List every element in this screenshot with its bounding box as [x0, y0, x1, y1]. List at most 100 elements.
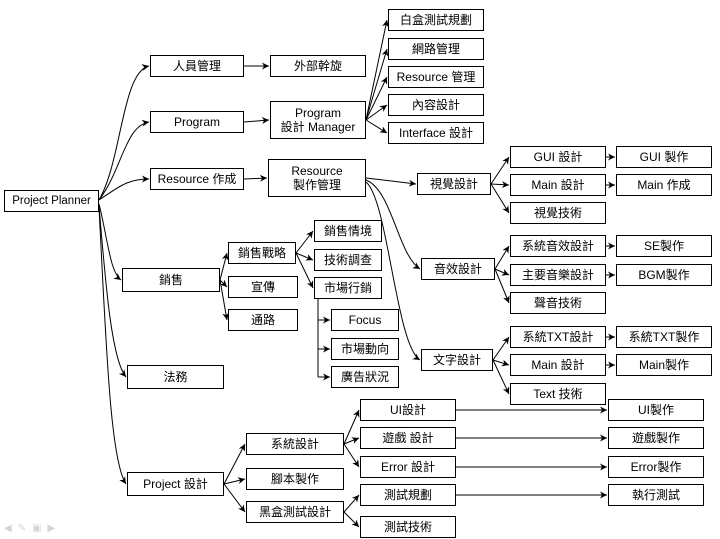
node-system-item: 遊戲 設計 [360, 427, 456, 449]
arrow-design-to-system [223, 443, 246, 485]
arrow-visual-item [490, 156, 510, 185]
next-slide-icon[interactable]: ▶ [47, 523, 56, 534]
slideshow-controls: ◀ ✎ ▣ ▶ [4, 523, 55, 535]
node-project-design: Project 設計 [127, 472, 224, 496]
arrow-root-to-resource [98, 175, 150, 201]
arrow-blackbox-item [343, 511, 360, 528]
arrow-strategy-item [295, 230, 314, 254]
arrow-text-item [492, 359, 510, 367]
arrow-audio-item [494, 268, 510, 276]
arrow-system-item [343, 437, 360, 445]
node-visual-output: Main 作成 [616, 174, 712, 196]
node-program: Program [150, 111, 244, 133]
node-program-task: 網路管理 [388, 38, 484, 60]
arrow-text-item [492, 336, 510, 361]
arrow-program-task [365, 76, 388, 121]
node-audio-output: SE製作 [616, 235, 712, 257]
arrow-sales-to-channel [219, 279, 230, 321]
node-strategy-item: 銷售情境 [314, 220, 382, 242]
arrow-visual-item [490, 183, 510, 214]
arrow-visual-item [490, 181, 510, 189]
node-system-output: UI製作 [608, 399, 704, 421]
arrow-program-task [365, 48, 389, 121]
node-audio-design: 音效設計 [421, 258, 495, 280]
arrow-audio-item [494, 268, 510, 304]
node-program-task: 內容設計 [388, 94, 484, 116]
node-visual-item: 視覺技術 [510, 202, 606, 224]
node-audio-item: 系統音效設計 [510, 235, 606, 257]
node-channel: 通路 [228, 309, 298, 331]
arrow-strategy-item [295, 252, 314, 289]
arrow-root-to-design [98, 207, 127, 485]
node-line: 設計 Manager [280, 120, 356, 134]
node-sales: 銷售 [122, 268, 220, 292]
node-promotion: 宣傳 [228, 276, 298, 298]
node-system-design: 系統設計 [246, 433, 344, 455]
node-program-task: 白盒測試規劃 [388, 9, 484, 31]
node-audio-item: 聲音技術 [510, 292, 606, 314]
node-line: Resource [291, 164, 343, 178]
node-system-output: Error製作 [608, 456, 704, 478]
node-audio-item: 主要音樂設計 [510, 264, 606, 286]
node-line: 製作管理 [292, 178, 341, 192]
arrow-resource-to-visual [365, 177, 417, 187]
arrow-program-to-manager [243, 117, 270, 125]
node-text-output: Main製作 [616, 354, 712, 376]
node-program-task: Resource 管理 [388, 66, 484, 88]
arrow-root-to-sales [98, 203, 122, 281]
arrow-sales-to-promotion [219, 279, 228, 288]
node-blackbox-test: 黑盒測試設計 [246, 501, 344, 523]
previous-slide-icon[interactable]: ◀ [4, 523, 12, 534]
arrow-system-item [343, 443, 360, 468]
node-resource: Resource 作成 [150, 168, 244, 190]
node-text-design: 文字設計 [421, 349, 493, 371]
node-marketing-item: 市場動向 [331, 338, 399, 360]
arrow-root-to-program [98, 119, 150, 201]
node-blackbox-output: 執行測試 [608, 484, 704, 506]
node-system-item: UI設計 [360, 399, 456, 421]
node-project-planner: Project Planner [4, 190, 99, 212]
arrow-system-item [343, 409, 360, 445]
node-system-item: Error 設計 [360, 456, 456, 478]
node-text-item: 系統TXT設計 [510, 326, 606, 348]
node-text-item: Main 設計 [510, 354, 606, 376]
node-system-output: 遊戲製作 [608, 427, 704, 449]
arrow-blackbox-item [343, 494, 360, 513]
node-text-item: Text 技術 [510, 383, 606, 405]
node-script: 腳本製作 [246, 468, 344, 490]
arrow-program-task [365, 19, 389, 121]
arrow-resource-to-audio [365, 179, 421, 270]
node-program-task: Interface 設計 [388, 122, 484, 144]
node-visual-design: 視覺設計 [417, 173, 491, 195]
arrow-design-to-blackbox [223, 483, 246, 513]
node-marketing-item: Focus [331, 309, 399, 331]
node-blackbox-item: 測試規劃 [360, 484, 456, 506]
arrow-strategy-item [295, 252, 314, 261]
node-visual-item: GUI 設計 [510, 146, 606, 168]
node-line: Program [294, 106, 341, 120]
node-program-manager: Program 設計 Manager [270, 101, 366, 139]
node-external-coordination: 外部幹旋 [270, 55, 366, 77]
node-marketing-item: 廣告狀況 [331, 366, 399, 388]
arrow-root-to-personnel [98, 64, 150, 201]
node-resource-manager: Resource 製作管理 [268, 159, 366, 197]
arrow-resource-to-text [365, 181, 421, 361]
arrow-resource-to-manager [243, 174, 268, 182]
node-blackbox-item: 測試技術 [360, 516, 456, 538]
arrow-program-task [365, 119, 388, 134]
arrow-sales-to-strategy [219, 252, 229, 281]
node-strategy-item: 市場行銷 [314, 277, 382, 299]
node-visual-output: GUI 製作 [616, 146, 712, 168]
node-legal: 法務 [127, 365, 224, 389]
arrow-audio-item [494, 245, 510, 270]
arrow-design-to-script [223, 477, 246, 485]
node-audio-output: BGM製作 [616, 264, 712, 286]
pen-icon[interactable]: ✎ [17, 523, 27, 534]
arrow-program-task [365, 104, 388, 121]
node-visual-item: Main 設計 [510, 174, 606, 196]
arrow-root-to-legal [98, 205, 127, 378]
node-sales-strategy: 銷售戰略 [228, 242, 296, 264]
node-text-output: 系統TXT製作 [616, 326, 712, 348]
menu-icon[interactable]: ▣ [32, 523, 42, 534]
